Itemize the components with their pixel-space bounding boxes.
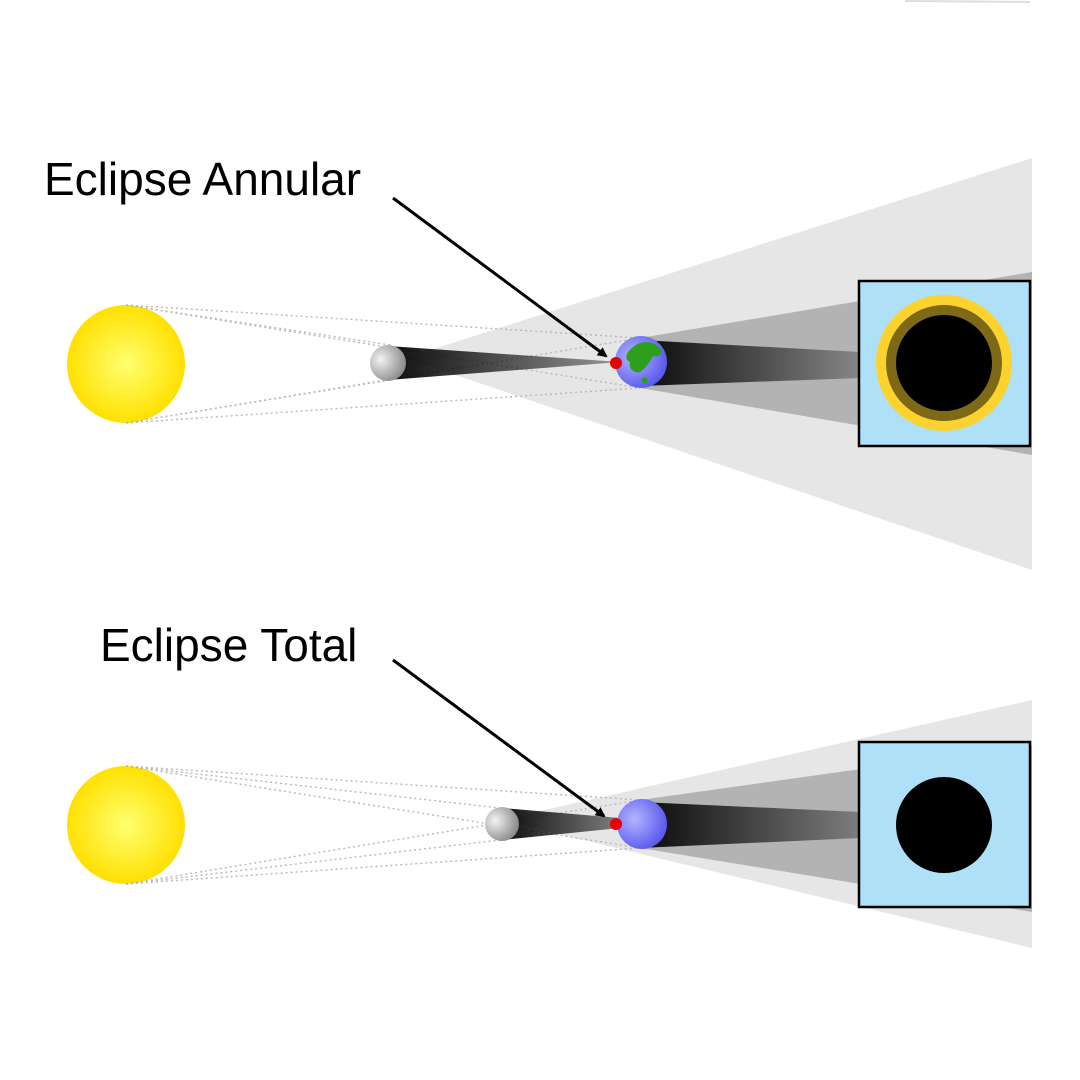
light-rays xyxy=(125,765,641,885)
earth xyxy=(617,799,667,849)
annular-panel xyxy=(67,158,1032,570)
moon-disc xyxy=(896,315,992,411)
sun xyxy=(67,305,185,423)
antumbra-region xyxy=(640,340,860,386)
antumbra-region xyxy=(640,802,860,848)
top-edge-stroke xyxy=(904,0,1031,3)
annular-eclipse-label: Eclipse Annular xyxy=(44,153,362,205)
moon xyxy=(370,345,406,381)
moon xyxy=(485,807,519,841)
sun xyxy=(67,766,185,884)
pointer-arrow xyxy=(392,196,608,358)
moon-umbra-cone xyxy=(388,346,620,380)
total-panel xyxy=(67,658,1032,948)
observer-point xyxy=(610,818,622,830)
total-eclipse-label: Eclipse Total xyxy=(100,619,358,671)
pointer-arrow xyxy=(392,658,606,818)
earth-landmass xyxy=(626,342,662,384)
observer-point xyxy=(610,357,622,369)
moon-disc xyxy=(896,777,992,873)
moon-umbra-cone xyxy=(502,808,620,840)
